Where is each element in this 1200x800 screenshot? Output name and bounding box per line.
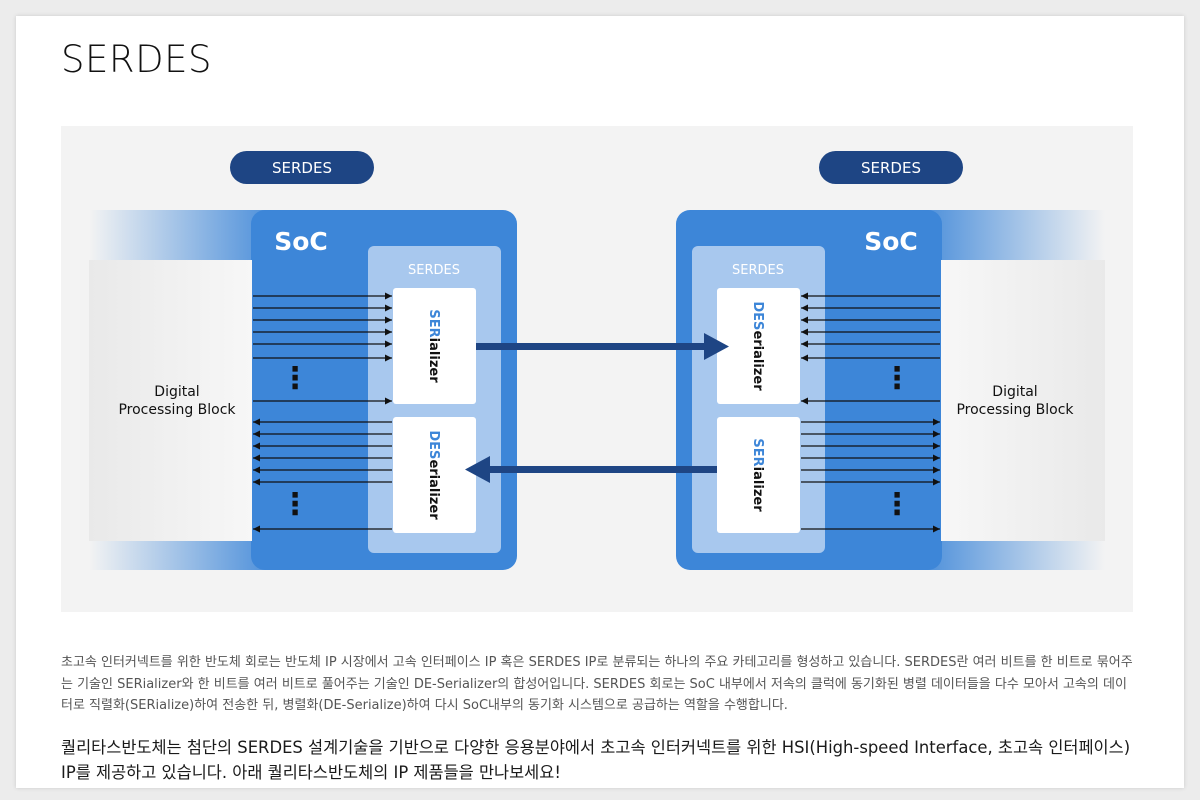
description-paragraph: 초고속 인터커넥트를 위한 반도체 회로는 반도체 IP 시장에서 고속 인터페… — [61, 655, 1133, 713]
left-serializer-label: SERializer — [427, 309, 442, 383]
right-tx-dots: ⋮ — [882, 487, 912, 522]
left-digital-block — [89, 260, 252, 541]
right-digital-block — [941, 260, 1105, 541]
right-block-label-1: Digital — [992, 384, 1037, 400]
left-tx-lines — [253, 292, 392, 405]
right-rx-lines — [801, 292, 940, 405]
serial-link-backward — [465, 456, 717, 483]
left-deserializer-box — [393, 417, 476, 533]
right-tx-lines — [801, 418, 940, 533]
right-serializer-label: SERializer — [751, 438, 766, 512]
right-serdes-panel-label: SERDES — [732, 263, 784, 278]
left-serdes-panel-label: SERDES — [408, 263, 460, 278]
page-title: SERDES — [61, 38, 212, 81]
right-deserializer-label: DESerializer — [751, 301, 766, 391]
serdes-diagram: SoC Digital Processing Block SERDES SERi… — [61, 126, 1133, 616]
right-soc-label: SoC — [864, 227, 918, 256]
left-rx-dots: ⋮ — [280, 487, 310, 522]
left-deserializer-label: DESerializer — [427, 430, 442, 520]
left-block-label-1: Digital — [154, 384, 199, 400]
right-deserializer-box — [717, 288, 800, 404]
right-serializer-box — [717, 417, 800, 533]
left-soc-label: SoC — [274, 227, 328, 256]
svg-text:SERDES: SERDES — [272, 159, 332, 177]
left-serializer-box — [393, 288, 476, 404]
right-rx-dots: ⋮ — [882, 361, 912, 396]
left-serdes-pill: SERDES — [230, 151, 374, 184]
svg-text:SERDES: SERDES — [861, 159, 921, 177]
left-tx-dots: ⋮ — [280, 361, 310, 396]
lead-paragraph: 퀄리타스반도체는 첨단의 SERDES 설계기술을 기반으로 다양한 응용분야에… — [61, 738, 1131, 782]
right-soc-group: SoC Digital Processing Block SERDES DESe… — [676, 210, 1105, 570]
right-block-label-2: Processing Block — [956, 402, 1074, 418]
left-block-label-2: Processing Block — [118, 402, 236, 418]
left-soc-group: SoC Digital Processing Block SERDES SERi… — [89, 210, 517, 570]
left-rx-lines — [253, 418, 392, 533]
serial-link-forward — [476, 333, 729, 360]
right-serdes-pill: SERDES — [819, 151, 963, 184]
